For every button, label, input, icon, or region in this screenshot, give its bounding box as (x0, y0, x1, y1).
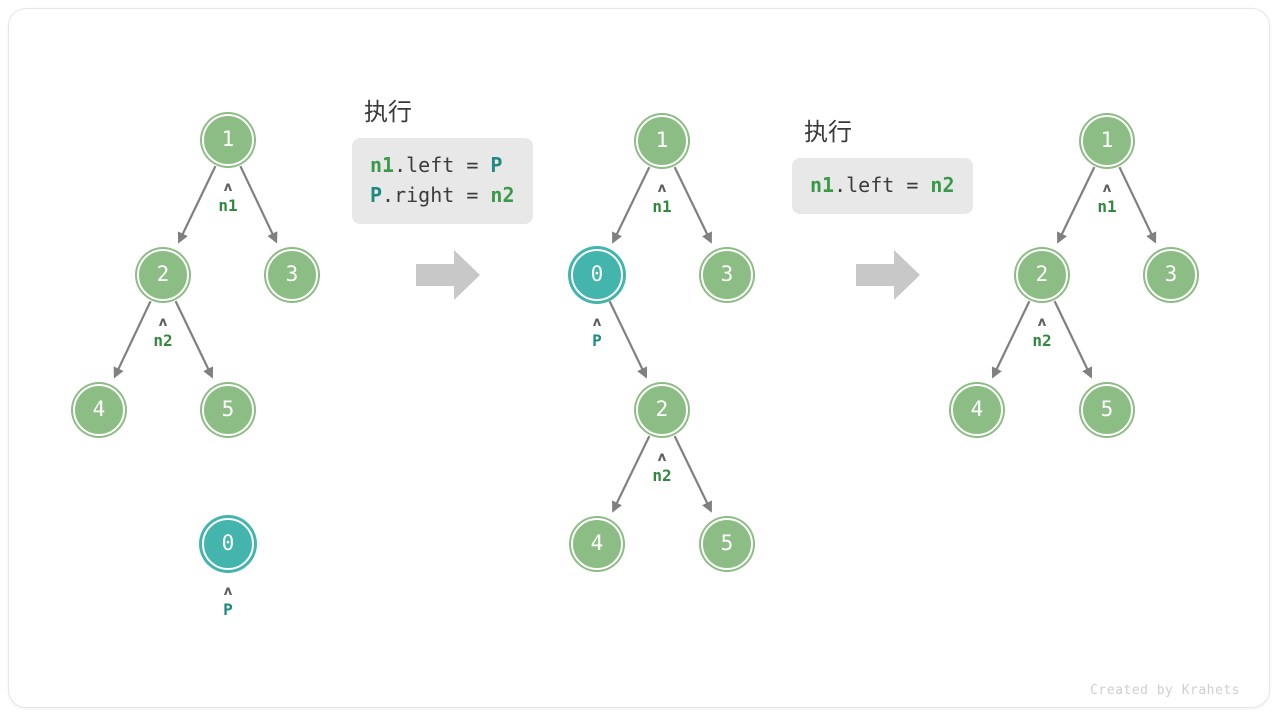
tree-node: 5 (202, 384, 254, 436)
tree-node-value: 0 (221, 530, 235, 555)
tree-node: 4 (571, 518, 623, 570)
tree-node-value: 2 (655, 396, 669, 421)
code-token: n2 (930, 173, 955, 197)
code-token: n1 (810, 173, 835, 197)
tree-node: 0 (202, 518, 254, 570)
transition-arrow-icon (414, 246, 482, 304)
code-token: .left = (394, 153, 491, 177)
tree-node-value: 3 (285, 261, 299, 286)
tree-node-value: 3 (1164, 261, 1178, 286)
code-token: n1 (370, 153, 395, 177)
code-token: n2 (490, 183, 515, 207)
tree-node-value: 2 (1035, 261, 1049, 286)
tree-node: 1 (636, 115, 688, 167)
transition-arrow-icon (854, 246, 922, 304)
code-line: P.right = n2 (370, 180, 515, 210)
tree-node: 1 (202, 114, 254, 166)
code-line: n1.left = P (370, 150, 515, 180)
code-token: .right = (382, 183, 491, 207)
tree-node: 2 (137, 249, 189, 301)
tree-node: 3 (1145, 249, 1197, 301)
credit-text: Created by Krahets (1090, 683, 1240, 698)
code-token: .left = (834, 173, 931, 197)
tree-node: 5 (701, 518, 753, 570)
tree-node-value: 4 (970, 396, 984, 421)
tree-node-value: 1 (655, 127, 669, 152)
tree-node-value: 4 (92, 396, 106, 421)
tree-node: 3 (701, 249, 753, 301)
tree-node: 3 (266, 249, 318, 301)
diagram-card (8, 8, 1270, 708)
tree-node-value: 2 (156, 261, 170, 286)
code-token: P (490, 153, 503, 177)
tree-node-value: 5 (1100, 396, 1114, 421)
code-token: P (370, 183, 383, 207)
tree-node: 5 (1081, 384, 1133, 436)
tree-node: 0 (571, 249, 623, 301)
tree-node-value: 3 (720, 261, 734, 286)
tree-node-value: 5 (720, 530, 734, 555)
tree-node: 4 (951, 384, 1003, 436)
code-snippet-box: n1.left = n2 (792, 158, 973, 214)
exec-heading: 执行 (804, 118, 852, 146)
tree-node-value: 4 (590, 530, 604, 555)
code-line: n1.left = n2 (810, 170, 955, 200)
tree-node-value: 0 (590, 261, 604, 286)
tree-node-value: 5 (221, 396, 235, 421)
tree-node: 2 (636, 384, 688, 436)
exec-heading: 执行 (364, 98, 412, 126)
tree-node: 4 (73, 384, 125, 436)
tree-node-value: 1 (221, 126, 235, 151)
tree-node: 1 (1081, 115, 1133, 167)
tree-node-value: 1 (1100, 127, 1114, 152)
tree-node: 2 (1016, 249, 1068, 301)
